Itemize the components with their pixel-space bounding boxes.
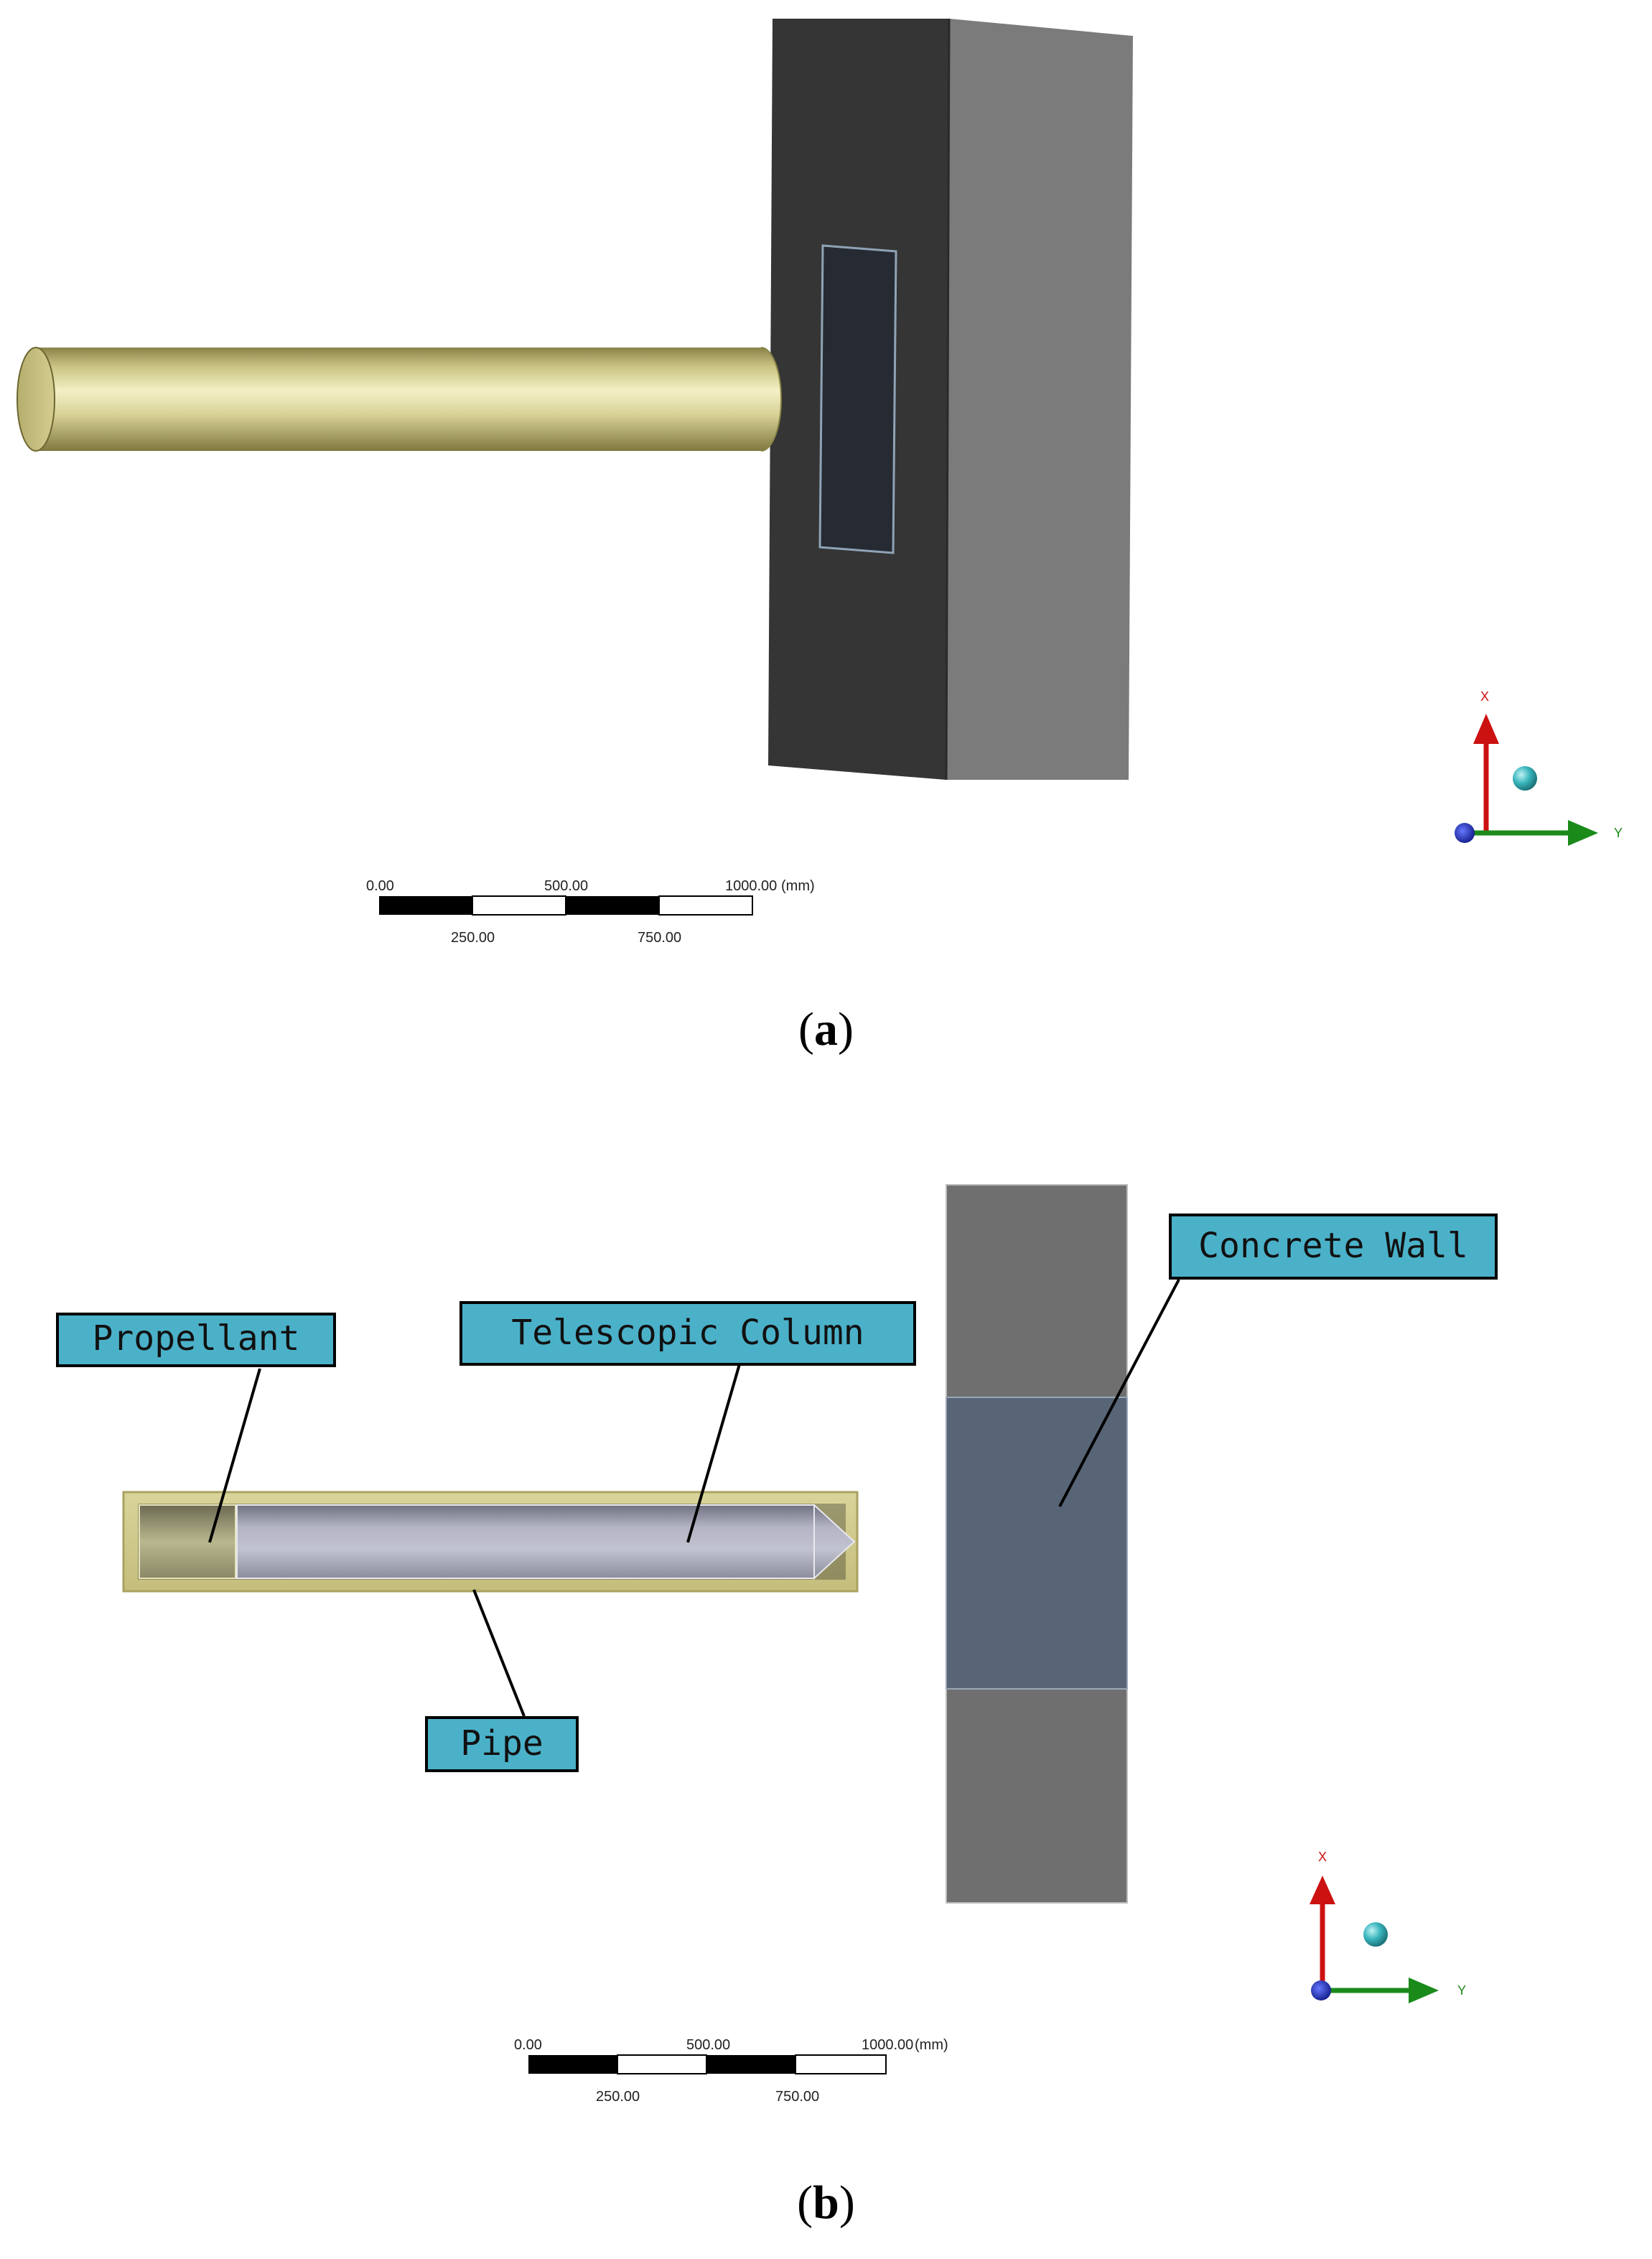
axis-x-label: X: [1480, 689, 1489, 704]
caption-paren: (: [797, 2176, 813, 2229]
label-telescopic-column: Telescopic Column: [459, 1301, 916, 1366]
axis-y-label: Y: [1614, 826, 1623, 840]
axis-triad: X Y: [1310, 1850, 1466, 2003]
concrete-wall-3d: [768, 18, 1133, 781]
axis-origin: [1455, 823, 1475, 843]
scale-unit: (mm): [915, 2037, 948, 2053]
pipe-cylinder: [17, 347, 782, 452]
label-pipe: Pipe: [425, 1716, 579, 1772]
axis-ball: [1513, 766, 1537, 791]
scale-label: 250.00: [451, 930, 495, 946]
concrete-wall-section: [946, 1184, 1128, 1904]
scale-label: 750.00: [775, 2089, 819, 2105]
wall-edge: [945, 18, 951, 781]
leader-telescopic-column: [686, 1364, 741, 1543]
propellant-charge: [139, 1504, 236, 1579]
scale-bar: 0.00 500.00 1000.00 (mm) 250.00 750.00: [514, 2037, 948, 2105]
svg-text:Telescopic Column: Telescopic Column: [511, 1313, 864, 1353]
label-propellant: Propellant: [56, 1313, 336, 1367]
caption-a: (a): [0, 1002, 1652, 1057]
caption-letter: b: [813, 2176, 839, 2229]
axis-triad: X Y: [1455, 689, 1623, 846]
scale-label: 500.00: [686, 2037, 730, 2053]
svg-text:Pipe: Pipe: [460, 1723, 543, 1764]
caption-b: (b): [0, 2176, 1652, 2230]
leader-lines: [208, 1279, 1180, 1717]
scale-label: 0.00: [514, 2037, 542, 2053]
wall-center-band: [946, 1397, 1128, 1690]
pipe-end-cap: [17, 347, 55, 452]
axis-ball: [1363, 1922, 1388, 1947]
leader-pipe: [472, 1589, 526, 1717]
panel-a: 0.00 500.00 1000.00 (mm) 250.00 750.00 X…: [17, 18, 1623, 946]
axis-y-label: Y: [1457, 1983, 1466, 1998]
pipe-section: [122, 1491, 859, 1593]
caption-letter: a: [814, 1003, 838, 1056]
axis-x-label: X: [1318, 1850, 1327, 1864]
panel-b: Propellant Telescopic Column Concrete Wa…: [56, 1184, 1498, 2105]
scale-label: 250.00: [596, 2089, 640, 2105]
axis-origin: [1311, 1980, 1331, 2001]
scale-label: 1000.00: [862, 2037, 913, 2053]
leader-propellant: [208, 1368, 261, 1543]
wall-opening: [818, 244, 897, 554]
scale-label: 500.00: [544, 878, 588, 894]
label-concrete-wall: Concrete Wall: [1169, 1214, 1498, 1280]
svg-text:Propellant: Propellant: [93, 1318, 300, 1359]
caption-paren: (: [798, 1003, 814, 1056]
scale-label: 0.00: [366, 878, 394, 894]
caption-paren: ): [839, 2176, 855, 2229]
telescopic-column-body: [236, 1503, 856, 1580]
scale-label: 1000.00: [725, 878, 777, 894]
wall-side-face: [946, 19, 1133, 780]
leader-concrete-wall: [1058, 1279, 1180, 1507]
scale-unit: (mm): [781, 878, 815, 894]
caption-paren: ): [838, 1003, 854, 1056]
scale-label: 750.00: [638, 930, 681, 946]
svg-text:Concrete Wall: Concrete Wall: [1198, 1226, 1468, 1266]
scale-bar: 0.00 500.00 1000.00 (mm) 250.00 750.00: [366, 878, 815, 946]
